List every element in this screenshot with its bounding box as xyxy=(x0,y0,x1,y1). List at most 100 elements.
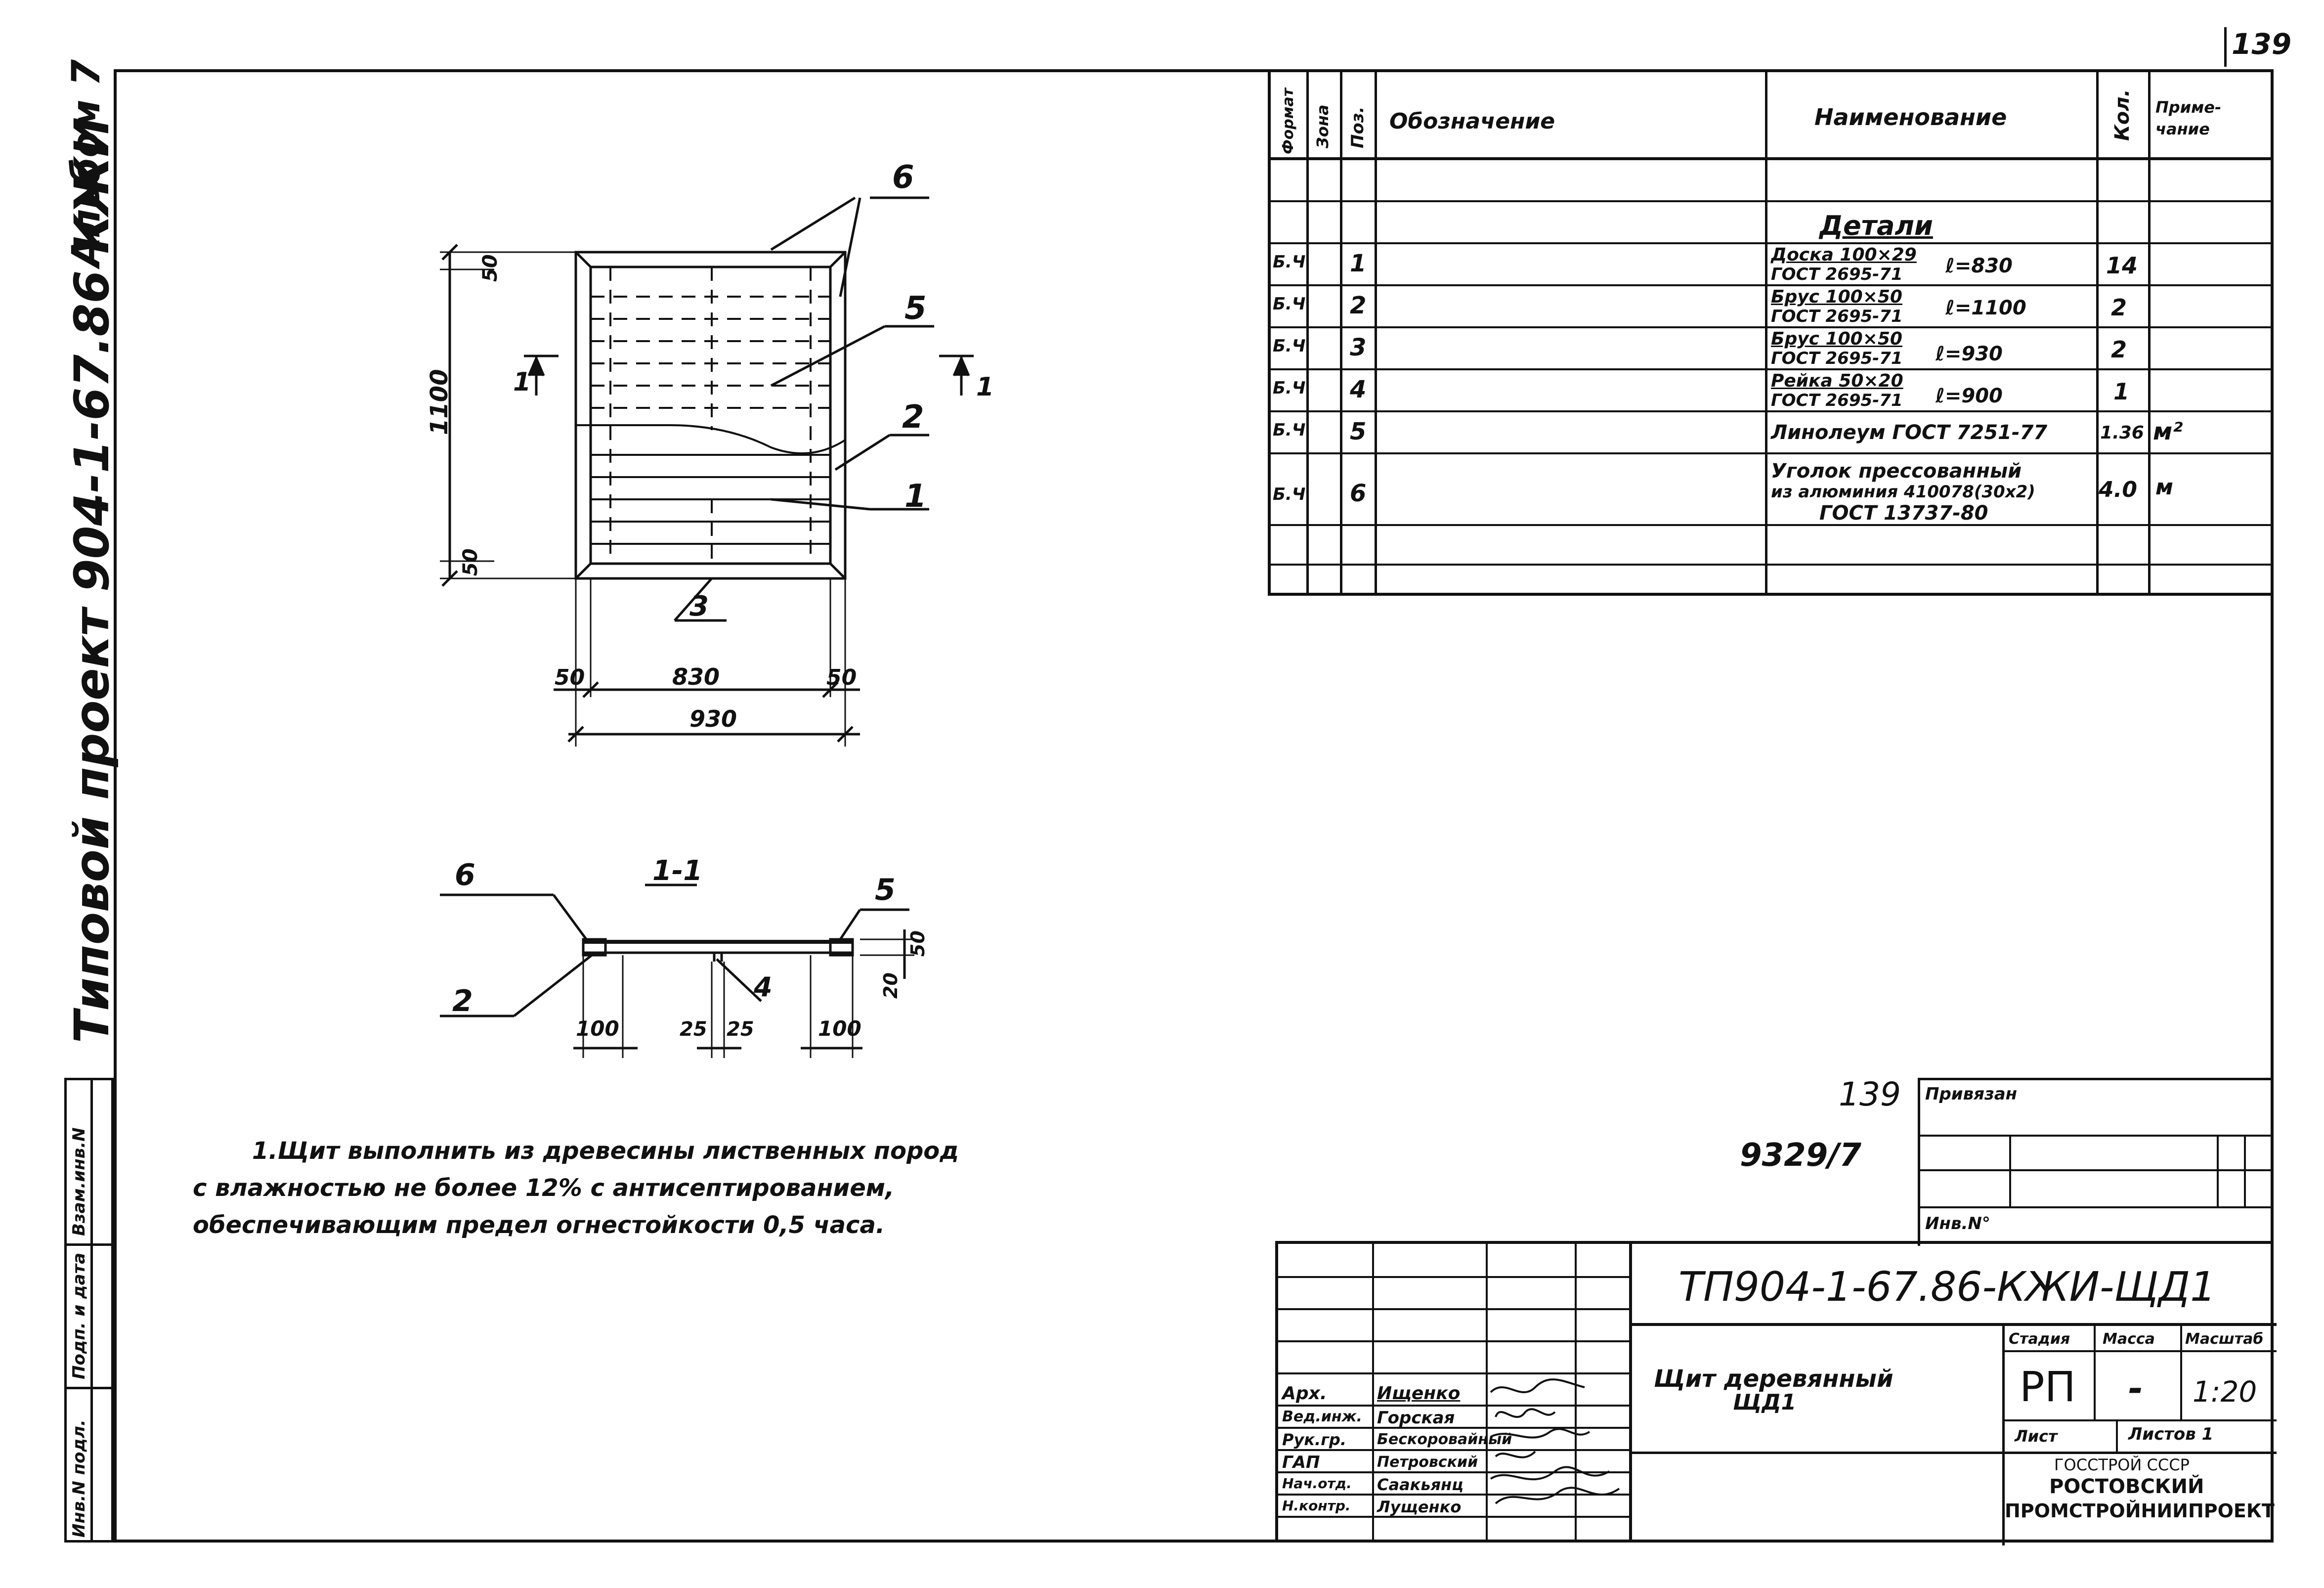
stamp-privyazan: Привязан Инв.N° xyxy=(1918,1078,2274,1246)
tb-hline xyxy=(2002,1350,2277,1352)
spec-row-5-pos: 5 xyxy=(1350,418,1367,445)
plan-cutaway xyxy=(576,424,846,454)
spec-row-line xyxy=(1271,284,2274,286)
tb-vline xyxy=(2180,1323,2182,1419)
plan-inner xyxy=(589,265,832,565)
tb-hline xyxy=(1278,1405,1632,1407)
plan-cut-right: 1 xyxy=(976,372,994,402)
tb-stage-value: РП xyxy=(2020,1363,2076,1411)
stamp-vline xyxy=(2244,1135,2246,1206)
plan-callout-3: 3 xyxy=(689,590,709,622)
tb-scale-label: Масштаб xyxy=(2185,1330,2264,1348)
spec-row-1-format: Б.Ч xyxy=(1273,252,1306,272)
stamp-line xyxy=(1920,1135,2274,1137)
margin-box-label-inv-podl: Инв.N подл. xyxy=(69,1419,89,1538)
spec-row-1-qty: 14 xyxy=(2106,252,2138,279)
spec-row-line xyxy=(1271,452,2274,454)
section-callout-2: 2 xyxy=(452,984,473,1018)
spec-header-qty: Кол. xyxy=(2111,89,2134,141)
plan-dim-bottom-left: 50 xyxy=(555,665,585,690)
note-line-3: обеспечивающим предел огнестойкости 0,5 … xyxy=(193,1211,885,1239)
spec-row-6-name-bottom: ГОСТ 13737-80 xyxy=(1819,502,1988,525)
section-callout-5: 5 xyxy=(875,873,896,907)
tb-vline xyxy=(1575,1244,1577,1543)
note-line-2: с влажностью не более 12% с антисептиров… xyxy=(193,1174,895,1202)
spec-row-1-length: ℓ=830 xyxy=(1945,255,2013,277)
spec-row-2-length: ℓ=1100 xyxy=(1945,297,2026,319)
spec-row-line xyxy=(1271,242,2274,244)
spec-row-4-name-top: Рейка 50×20 xyxy=(1771,371,1903,391)
spec-row-2-name-top: Брус 100×50 xyxy=(1771,287,1902,307)
section-callout-6: 6 xyxy=(455,858,475,892)
plan-callout-1: 1 xyxy=(904,478,927,515)
stamp-number-9329: 9329/7 xyxy=(1740,1137,1862,1174)
note-line-1: 1.Щит выполнить из древесины лиственных … xyxy=(252,1137,959,1165)
spec-row-6-note: м xyxy=(2155,475,2173,500)
spec-col-line xyxy=(2096,69,2099,593)
tb-hline xyxy=(1278,1427,1632,1429)
margin-box-divider xyxy=(67,1387,111,1389)
section-dim-100-right: 100 xyxy=(818,1016,861,1041)
plan-dim-top-edge: 50 xyxy=(479,254,502,282)
drawing-svg: 1100 50 50 50 830 50 930 1 1 6 5 2 1 3 1… xyxy=(426,159,994,1058)
tb-hline xyxy=(1278,1471,1632,1473)
tb-signer-name: Петровский xyxy=(1377,1454,1478,1471)
tb-hline xyxy=(2002,1419,2277,1421)
spec-header-designation: Обозначение xyxy=(1389,109,1555,134)
tb-hline xyxy=(1632,1323,2277,1326)
tb-signer-name: Ищенко xyxy=(1377,1383,1461,1404)
spec-row-4-length: ℓ=900 xyxy=(1936,385,2003,407)
spec-row-3-name-top: Брус 100×50 xyxy=(1771,329,1902,349)
tb-org-line3: ПРОМСТРОЙНИИПРОЕКТ xyxy=(2005,1500,2275,1522)
spec-col-line xyxy=(1340,69,1342,593)
margin-box-divider-v xyxy=(90,1080,93,1540)
tb-vline xyxy=(1372,1244,1374,1543)
spec-row-3-qty: 2 xyxy=(2111,336,2127,363)
spec-row-2-name-bottom: ГОСТ 2695-71 xyxy=(1771,307,1903,326)
tb-sheet-label: Лист xyxy=(2015,1427,2058,1446)
spec-table: Формат Зона Поз. Обозначение Наименовани… xyxy=(1268,69,2274,596)
tb-vline xyxy=(1629,1244,1632,1543)
spec-row-5-name: Линолеум ГОСТ 7251-77 xyxy=(1771,421,2048,444)
spec-row-5-note: м² xyxy=(2153,418,2183,445)
spec-row-3-name-bottom: ГОСТ 2695-71 xyxy=(1771,349,1903,368)
tb-vline xyxy=(2002,1323,2005,1545)
drawing-frame xyxy=(114,69,2274,1543)
spec-row-line xyxy=(1271,564,2274,566)
spec-row-line xyxy=(1271,524,2274,526)
spec-row-3-format: Б.Ч xyxy=(1273,336,1306,356)
spec-row-4-name-bottom: ГОСТ 2695-71 xyxy=(1771,391,1903,410)
spec-row-6-format: Б.Ч xyxy=(1273,485,1306,504)
tb-hline xyxy=(1278,1340,1632,1342)
spec-row-line xyxy=(1271,326,2274,328)
spec-row-3-length: ℓ=930 xyxy=(1936,343,2003,365)
stamp-privyazan-label: Привязан xyxy=(1925,1084,2018,1104)
plan-outer xyxy=(574,251,847,580)
tb-mass-label: Масса xyxy=(2103,1330,2155,1348)
spec-row-6-pos: 6 xyxy=(1350,480,1367,507)
section-dim-25-left: 25 xyxy=(680,1018,707,1041)
spec-col-line xyxy=(1375,69,1377,593)
spec-row-1-pos: 1 xyxy=(1350,250,1367,277)
plan-dim-bottom-total: 930 xyxy=(689,706,737,732)
stamp-line xyxy=(1920,1206,2274,1208)
spec-row-line xyxy=(1271,157,2274,160)
plan-callout-2: 2 xyxy=(902,399,924,436)
margin-box-label-podp: Подп. и дата xyxy=(69,1252,89,1379)
margin-boxes xyxy=(64,1078,114,1543)
section-dim-50: 50 xyxy=(907,930,929,957)
spec-row-2-pos: 2 xyxy=(1350,292,1367,319)
spec-header-name: Наименование xyxy=(1814,104,2007,131)
tb-signer-name: Саакьянц xyxy=(1377,1475,1463,1494)
margin-box-label-vzam: Взам.инв.N xyxy=(69,1127,89,1236)
tb-signer-role: Н.контр. xyxy=(1282,1498,1351,1514)
tb-scale-value: 1:20 xyxy=(2193,1375,2257,1409)
spec-header-format: Формат xyxy=(1280,88,1297,154)
spec-col-line xyxy=(1765,69,1767,593)
tb-org-line1: ГОССТРОЙ СССР xyxy=(2054,1456,2190,1474)
spec-row-1-name-bottom: ГОСТ 2695-71 xyxy=(1771,265,1903,284)
spec-header-pos: Поз. xyxy=(1348,106,1368,149)
tb-hline xyxy=(1278,1494,1632,1496)
spec-row-line xyxy=(1271,368,2274,370)
tb-signer-role: ГАП xyxy=(1282,1453,1320,1472)
